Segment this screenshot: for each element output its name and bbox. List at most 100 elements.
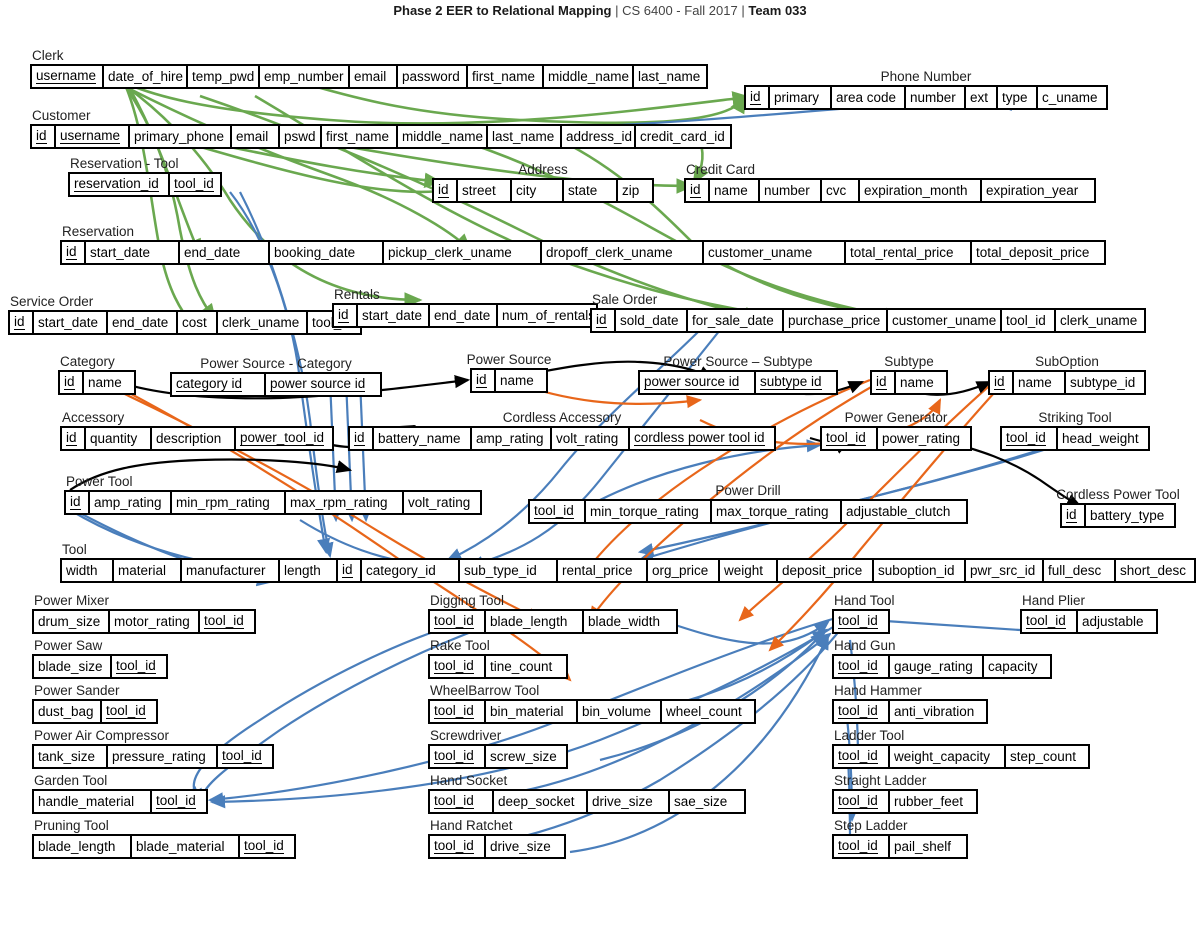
column-power_tool-min-rpm-rating[interactable]: min_rpm_rating: [172, 492, 286, 513]
column-power_source-name[interactable]: name: [496, 370, 546, 391]
column-reservation-dropoff-clerk-uname[interactable]: dropoff_clerk_uname: [542, 242, 704, 263]
column-step_ladder-tool-id[interactable]: tool_id: [834, 836, 890, 857]
column-customer-pswd[interactable]: pswd: [280, 126, 322, 147]
column-sale_order-clerk-uname[interactable]: clerk_uname: [1056, 310, 1144, 331]
column-power_air_compressor-tank-size[interactable]: tank_size: [34, 746, 108, 767]
column-phone_number-primary[interactable]: primary: [770, 87, 832, 108]
column-clerk-emp-number[interactable]: emp_number: [260, 66, 350, 87]
column-cordless_accessory-battery-name[interactable]: battery_name: [374, 428, 472, 449]
column-hand_hammer-tool-id[interactable]: tool_id: [834, 701, 890, 722]
column-credit_card-name[interactable]: name: [710, 180, 760, 201]
column-pruning_tool-blade-material[interactable]: blade_material: [132, 836, 240, 857]
column-power_tool-id[interactable]: id: [66, 492, 90, 513]
column-rentals-id[interactable]: id: [334, 305, 358, 326]
column-phone_number-ext[interactable]: ext: [966, 87, 998, 108]
column-tool-sub-type-id[interactable]: sub_type_id: [460, 560, 558, 581]
column-reservation_tool-tool-id[interactable]: tool_id: [170, 174, 220, 195]
column-category-id[interactable]: id: [60, 372, 84, 393]
column-sale_order-sold-date[interactable]: sold_date: [616, 310, 688, 331]
column-clerk-username[interactable]: username: [32, 66, 104, 87]
column-address-zip[interactable]: zip: [618, 180, 652, 201]
column-rentals-end-date[interactable]: end_date: [430, 305, 498, 326]
column-customer-address-id[interactable]: address_id: [562, 126, 636, 147]
column-phone_number-number[interactable]: number: [906, 87, 966, 108]
column-suboption-name[interactable]: name: [1014, 372, 1066, 393]
column-power_tool-volt-rating[interactable]: volt_rating: [404, 492, 480, 513]
column-ladder_tool-weight-capacity[interactable]: weight_capacity: [890, 746, 1006, 767]
column-phone_number-c-uname[interactable]: c_uname: [1038, 87, 1106, 108]
column-cordless_power_tool-battery-type[interactable]: battery_type: [1086, 505, 1174, 526]
column-address-state[interactable]: state: [564, 180, 618, 201]
column-tool-material[interactable]: material: [114, 560, 182, 581]
column-customer-first-name[interactable]: first_name: [322, 126, 398, 147]
column-hand_socket-drive-size[interactable]: drive_size: [588, 791, 670, 812]
column-hand_plier-tool-id[interactable]: tool_id: [1022, 611, 1078, 632]
column-power_source_subtype-power-source-id[interactable]: power source id: [640, 372, 756, 393]
column-tool-category-id[interactable]: category_id: [362, 560, 460, 581]
column-subtype-name[interactable]: name: [896, 372, 946, 393]
column-credit_card-id[interactable]: id: [686, 180, 710, 201]
column-customer-credit-card-id[interactable]: credit_card_id: [636, 126, 730, 147]
column-reservation-customer-uname[interactable]: customer_uname: [704, 242, 846, 263]
column-tool-id[interactable]: id: [338, 560, 362, 581]
column-power_mixer-drum-size[interactable]: drum_size: [34, 611, 110, 632]
column-phone_number-area-code[interactable]: area code: [832, 87, 906, 108]
column-power_saw-tool-id[interactable]: tool_id: [112, 656, 166, 677]
column-striking_tool-head-weight[interactable]: head_weight: [1058, 428, 1148, 449]
column-tool-suboption-id[interactable]: suboption_id: [874, 560, 966, 581]
column-clerk-temp-pwd[interactable]: temp_pwd: [188, 66, 260, 87]
column-cordless_accessory-cordless-power-tool-id[interactable]: cordless power tool id: [630, 428, 774, 449]
column-garden_tool-handle-material[interactable]: handle_material: [34, 791, 152, 812]
column-tool-manufacturer[interactable]: manufacturer: [182, 560, 280, 581]
column-power_sander-dust-bag[interactable]: dust_bag: [34, 701, 102, 722]
column-service_order-start-date[interactable]: start_date: [34, 312, 108, 333]
column-reservation-pickup-clerk-uname[interactable]: pickup_clerk_uname: [384, 242, 542, 263]
column-rentals-num-of-rentals[interactable]: num_of_rentals: [498, 305, 596, 326]
column-power_tool-max-rpm-rating[interactable]: max_rpm_rating: [286, 492, 404, 513]
column-wheelbarrow_tool-bin-material[interactable]: bin_material: [486, 701, 578, 722]
column-hand_socket-tool-id[interactable]: tool_id: [430, 791, 494, 812]
column-accessory-id[interactable]: id: [62, 428, 86, 449]
column-pruning_tool-tool-id[interactable]: tool_id: [240, 836, 294, 857]
column-customer-last-name[interactable]: last_name: [488, 126, 562, 147]
column-reservation-start-date[interactable]: start_date: [86, 242, 180, 263]
column-hand_socket-sae-size[interactable]: sae_size: [670, 791, 744, 812]
column-hand_hammer-anti-vibration[interactable]: anti_vibration: [890, 701, 986, 722]
column-tool-org-price[interactable]: org_price: [648, 560, 720, 581]
column-ladder_tool-tool-id[interactable]: tool_id: [834, 746, 890, 767]
column-clerk-first-name[interactable]: first_name: [468, 66, 544, 87]
column-power_sander-tool-id[interactable]: tool_id: [102, 701, 156, 722]
column-clerk-email[interactable]: email: [350, 66, 398, 87]
column-hand_gun-tool-id[interactable]: tool_id: [834, 656, 890, 677]
column-power_drill-adjustable-clutch[interactable]: adjustable_clutch: [842, 501, 966, 522]
column-hand_ratchet-drive-size[interactable]: drive_size: [486, 836, 564, 857]
column-ladder_tool-step-count[interactable]: step_count: [1006, 746, 1088, 767]
column-power_drill-tool-id[interactable]: tool_id: [530, 501, 586, 522]
column-garden_tool-tool-id[interactable]: tool_id: [152, 791, 206, 812]
